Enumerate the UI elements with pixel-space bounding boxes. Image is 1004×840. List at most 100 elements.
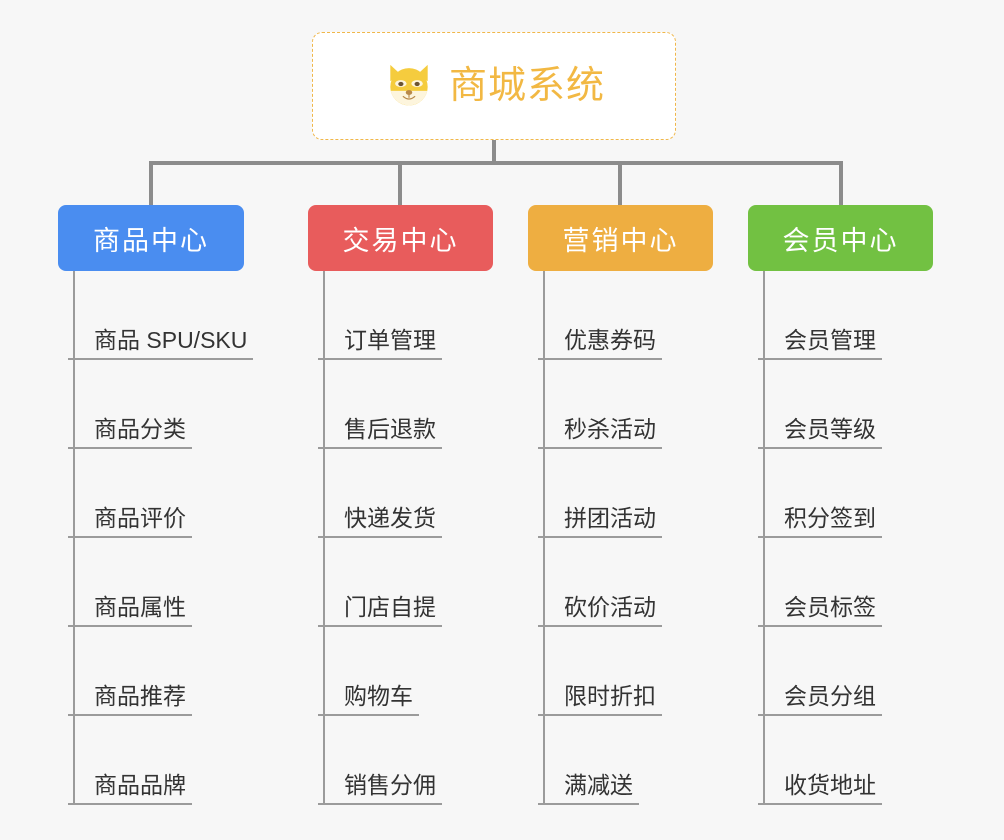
category-header-marketing-center[interactable]: 营销中心 [528,205,713,271]
leaf-underline [318,714,419,716]
list-item[interactable]: 快递发货 [318,449,528,538]
column-marketing-center: 营销中心 优惠券码 秒杀活动 拼团活动 砍价活动 限时折扣 满减送 [528,205,748,805]
leaf-underline [758,447,882,449]
leaf-underline [538,358,662,360]
list-item[interactable]: 售后退款 [318,360,528,449]
list-item[interactable]: 会员分组 [758,627,968,716]
root-node[interactable]: 商城系统 [312,32,676,140]
category-header-member-center[interactable]: 会员中心 [748,205,933,271]
column-member-center: 会员中心 会员管理 会员等级 积分签到 会员标签 会员分组 收货地址 [748,205,968,805]
leaf-underline [538,447,662,449]
leaf-underline [68,358,254,360]
list-item[interactable]: 门店自提 [318,538,528,627]
list-item[interactable]: 砍价活动 [538,538,748,627]
root-title: 商城系统 [448,65,605,107]
leaf-list-marketing-center: 优惠券码 秒杀活动 拼团活动 砍价活动 限时折扣 满减送 [528,271,748,805]
category-header-label: 交易中心 [342,225,459,256]
leaf-label: 会员分组 [784,682,876,709]
list-item[interactable]: 销售分佣 [318,716,528,805]
leaf-underline [318,447,442,449]
connector-horizontal-bus [149,161,843,165]
category-header-product-center[interactable]: 商品中心 [58,205,244,271]
connector-drop-3 [618,161,622,205]
leaf-label: 商品分类 [94,415,186,442]
leaf-underline [758,714,882,716]
category-header-trade-center[interactable]: 交易中心 [308,205,493,271]
list-item[interactable]: 商品推荐 [68,627,308,716]
column-product-center: 商品中心 商品 SPU/SKU 商品分类 商品评价 商品属性 商品推荐 商品品牌 [58,205,308,805]
category-header-label: 商品中心 [93,225,209,256]
leaf-label: 快递发货 [344,504,436,531]
connector-root-stem [492,140,496,163]
list-item[interactable]: 秒杀活动 [538,360,748,449]
list-item[interactable]: 商品品牌 [68,716,308,805]
leaf-underline [538,714,662,716]
leaf-label: 商品属性 [94,593,186,620]
leaf-underline [758,625,882,627]
list-item[interactable]: 会员管理 [758,271,968,360]
leaf-underline [318,536,442,538]
list-item[interactable]: 拼团活动 [538,449,748,538]
connector-drop-4 [839,161,843,205]
leaf-underline [758,803,882,805]
list-item[interactable]: 会员标签 [758,538,968,627]
leaf-underline [68,714,192,716]
leaf-underline [318,625,442,627]
leaf-spine [73,271,75,805]
leaf-label: 销售分佣 [344,771,436,798]
list-item[interactable]: 商品属性 [68,538,308,627]
leaf-label: 商品推荐 [94,682,186,709]
list-item[interactable]: 商品 SPU/SKU [68,271,308,360]
leaf-underline [68,536,192,538]
leaf-label: 商品评价 [94,504,186,531]
connector-drop-2 [398,161,402,205]
leaf-underline [68,447,192,449]
list-item[interactable]: 购物车 [318,627,528,716]
leaf-underline [318,358,442,360]
list-item[interactable]: 收货地址 [758,716,968,805]
leaf-spine [543,271,545,805]
list-item[interactable]: 满减送 [538,716,748,805]
leaf-label: 秒杀活动 [564,415,656,442]
leaf-label: 收货地址 [784,771,876,798]
leaf-underline [538,625,662,627]
leaf-underline [68,803,192,805]
list-item[interactable]: 订单管理 [318,271,528,360]
leaf-list-product-center: 商品 SPU/SKU 商品分类 商品评价 商品属性 商品推荐 商品品牌 [58,271,308,805]
list-item[interactable]: 会员等级 [758,360,968,449]
shiba-dog-face-icon [383,60,435,112]
list-item[interactable]: 限时折扣 [538,627,748,716]
leaf-label: 商品品牌 [94,771,186,798]
column-trade-center: 交易中心 订单管理 售后退款 快递发货 门店自提 购物车 销售分佣 [308,205,528,805]
leaf-underline [758,536,882,538]
leaf-label: 砍价活动 [564,593,656,620]
list-item[interactable]: 优惠券码 [538,271,748,360]
list-item[interactable]: 商品评价 [68,449,308,538]
leaf-label: 会员等级 [784,415,876,442]
leaf-label: 满减送 [564,771,633,798]
leaf-label: 限时折扣 [564,682,656,709]
leaf-underline [758,358,882,360]
leaf-label: 售后退款 [344,415,436,442]
leaf-label: 优惠券码 [564,326,656,353]
leaf-spine [763,271,765,805]
list-item[interactable]: 积分签到 [758,449,968,538]
leaf-label: 商品 SPU/SKU [94,326,248,353]
leaf-label: 订单管理 [344,326,436,353]
category-header-label: 营销中心 [562,225,679,256]
leaf-underline [68,625,192,627]
leaf-label: 拼团活动 [564,504,656,531]
list-item[interactable]: 商品分类 [68,360,308,449]
leaf-list-member-center: 会员管理 会员等级 积分签到 会员标签 会员分组 收货地址 [748,271,968,805]
leaf-label: 会员管理 [784,326,876,353]
leaf-label: 积分签到 [784,504,876,531]
leaf-label: 门店自提 [344,593,436,620]
leaf-underline [538,536,662,538]
leaf-underline [318,803,442,805]
leaf-label: 购物车 [344,682,413,709]
connector-drop-1 [149,161,153,205]
leaf-list-trade-center: 订单管理 售后退款 快递发货 门店自提 购物车 销售分佣 [308,271,528,805]
leaf-label: 会员标签 [784,593,876,620]
leaf-spine [323,271,325,805]
